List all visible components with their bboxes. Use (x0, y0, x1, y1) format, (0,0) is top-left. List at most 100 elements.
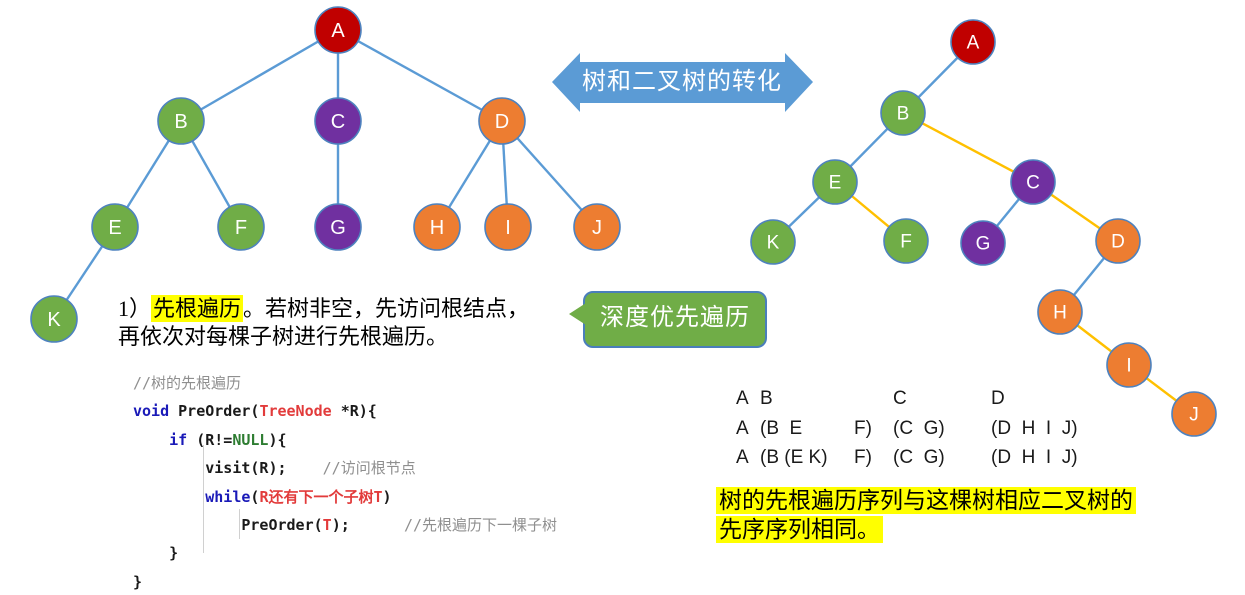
seq-cell: B (760, 388, 773, 409)
left-tree-node-C (314, 97, 362, 145)
left-tree-node-J (573, 203, 621, 251)
code-line: PreOrder(T); //先根遍历下一棵子树 (133, 511, 693, 539)
right-tree-node-E (812, 159, 858, 205)
sequence-row-3: A (B (E K) F) (C G) (D H I J) (736, 447, 1078, 477)
code-token: void (133, 402, 170, 421)
seq-cell: A (736, 447, 749, 468)
right-tree-node-C (1010, 159, 1056, 205)
seq-cell: A (736, 417, 749, 439)
arrow-label: 树和二叉树的转化 (582, 69, 782, 95)
intro-highlight: 先根遍历 (151, 295, 244, 322)
code-line: //树的先根遍历 (133, 369, 693, 397)
note-line-1: 树的先根遍历序列与这棵树相应二叉树的 (716, 486, 1136, 515)
seq-cell: (C G) (893, 447, 945, 468)
right-tree-node-B (880, 90, 926, 136)
right-tree-node-K (750, 219, 796, 265)
right-tree-edge-B-C (902, 111, 1034, 184)
code-token: ( (250, 487, 260, 506)
code-line: while(R还有下一个子树T) (133, 483, 693, 511)
right-tree-node-label-F: F (900, 232, 912, 253)
left-tree-node-label-A: A (331, 20, 345, 42)
note-line-1-text: 树的先根遍历序列与这棵树相应二叉树的 (716, 487, 1136, 514)
left-tree-node-label-H: H (430, 217, 444, 239)
right-tree-node-label-J: J (1189, 405, 1199, 426)
code-line: if (R!=NULL){ (133, 426, 693, 454)
left-tree-node-label-J: J (592, 217, 602, 239)
indent-guide (203, 445, 204, 553)
left-tree-node-label-G: G (330, 217, 346, 239)
code-token: (R!= (187, 430, 233, 449)
left-tree-node-K (30, 295, 78, 343)
seq-cell: (C G) (893, 417, 945, 439)
note-line-2-text: 先序序列相同。 (716, 516, 883, 543)
intro-line-1: 1）先根遍历。若树非空，先访问根结点， (118, 295, 598, 323)
dfs-callout: 深度优先遍历 (569, 291, 767, 348)
left-tree-edge-A-B (180, 28, 339, 123)
left-tree-edge-A-D (337, 28, 503, 123)
seq-cell: C (893, 388, 907, 409)
code-line: } (133, 539, 693, 567)
seq-cell: A (736, 388, 749, 409)
code-token (133, 488, 205, 506)
code-token: visit(R); (133, 459, 323, 478)
right-tree: A B E C K F G D H I J (750, 19, 1217, 437)
right-tree-node-label-C: C (1026, 173, 1040, 194)
code-token: T (322, 515, 332, 534)
left-tree-node-E (91, 203, 139, 251)
right-tree-node-label-D: D (1111, 232, 1125, 253)
right-tree-node-G (960, 220, 1006, 266)
left-tree-node-label-D: D (495, 111, 509, 133)
intro-prefix: 1） (118, 296, 152, 321)
right-tree-node-D (1095, 218, 1141, 264)
right-tree-node-label-E: E (829, 173, 842, 194)
right-tree-node-J (1171, 391, 1217, 437)
code-token: //访问根节点 (322, 459, 416, 478)
right-tree-node-label-K: K (767, 233, 780, 254)
traversal-sequences: A B C D A (B E F) (C G) (D H I J) A (B (… (736, 388, 1078, 477)
code-token: NULL (232, 430, 269, 449)
code-token: PreOrder( (133, 515, 323, 534)
code-token: } (133, 572, 143, 591)
left-tree-node-H (413, 203, 461, 251)
right-tree-node-label-I: I (1126, 356, 1131, 377)
left-tree-node-G (314, 203, 362, 251)
seq-cell: F) (854, 447, 872, 468)
code-line: void PreOrder(TreeNode *R){ (133, 397, 693, 425)
code-line: } (133, 568, 693, 595)
note-line-2: 先序序列相同。 (716, 515, 1136, 544)
seq-cell: (D H I J) (991, 447, 1078, 468)
intro-rest: 。若树非空，先访问根结点， (243, 296, 530, 321)
left-tree-node-label-I: I (505, 217, 511, 239)
callout-label: 深度优先遍历 (600, 305, 750, 331)
code-token: ); (331, 515, 404, 534)
right-tree-node-H (1037, 289, 1083, 335)
double-arrow-shape (552, 53, 813, 112)
right-tree-node-F (883, 218, 929, 264)
right-tree-node-label-A: A (967, 33, 980, 54)
right-tree-node-I (1106, 342, 1152, 388)
right-tree-node-label-G: G (976, 234, 991, 255)
code-token: *R){ (331, 402, 377, 421)
left-tree-node-label-B: B (174, 111, 187, 133)
left-tree-node-label-K: K (47, 309, 61, 331)
seq-cell: F) (854, 417, 872, 439)
right-tree-node-label-H: H (1053, 303, 1067, 324)
left-tree-node-label-C: C (331, 111, 345, 133)
code-token: if (169, 430, 188, 449)
sequence-row-2: A (B E F) (C G) (D H I J) (736, 418, 1078, 448)
right-tree-node-A (950, 19, 996, 65)
code-token: R还有下一个子树T (259, 487, 383, 506)
code-token: } (133, 544, 179, 563)
seq-cell: (B (E K) (760, 447, 828, 468)
code-token: TreeNode (259, 402, 332, 421)
code-token: ) (382, 487, 392, 506)
note-highlight: 树的先根遍历序列与这棵树相应二叉树的 先序序列相同。 (716, 486, 1136, 544)
intro-line-2: 再依次对每棵子树进行先根遍历。 (118, 324, 449, 349)
right-tree-node-label-B: B (897, 104, 910, 125)
left-tree-node-B (157, 97, 205, 145)
left-tree-node-label-E: E (108, 217, 121, 239)
